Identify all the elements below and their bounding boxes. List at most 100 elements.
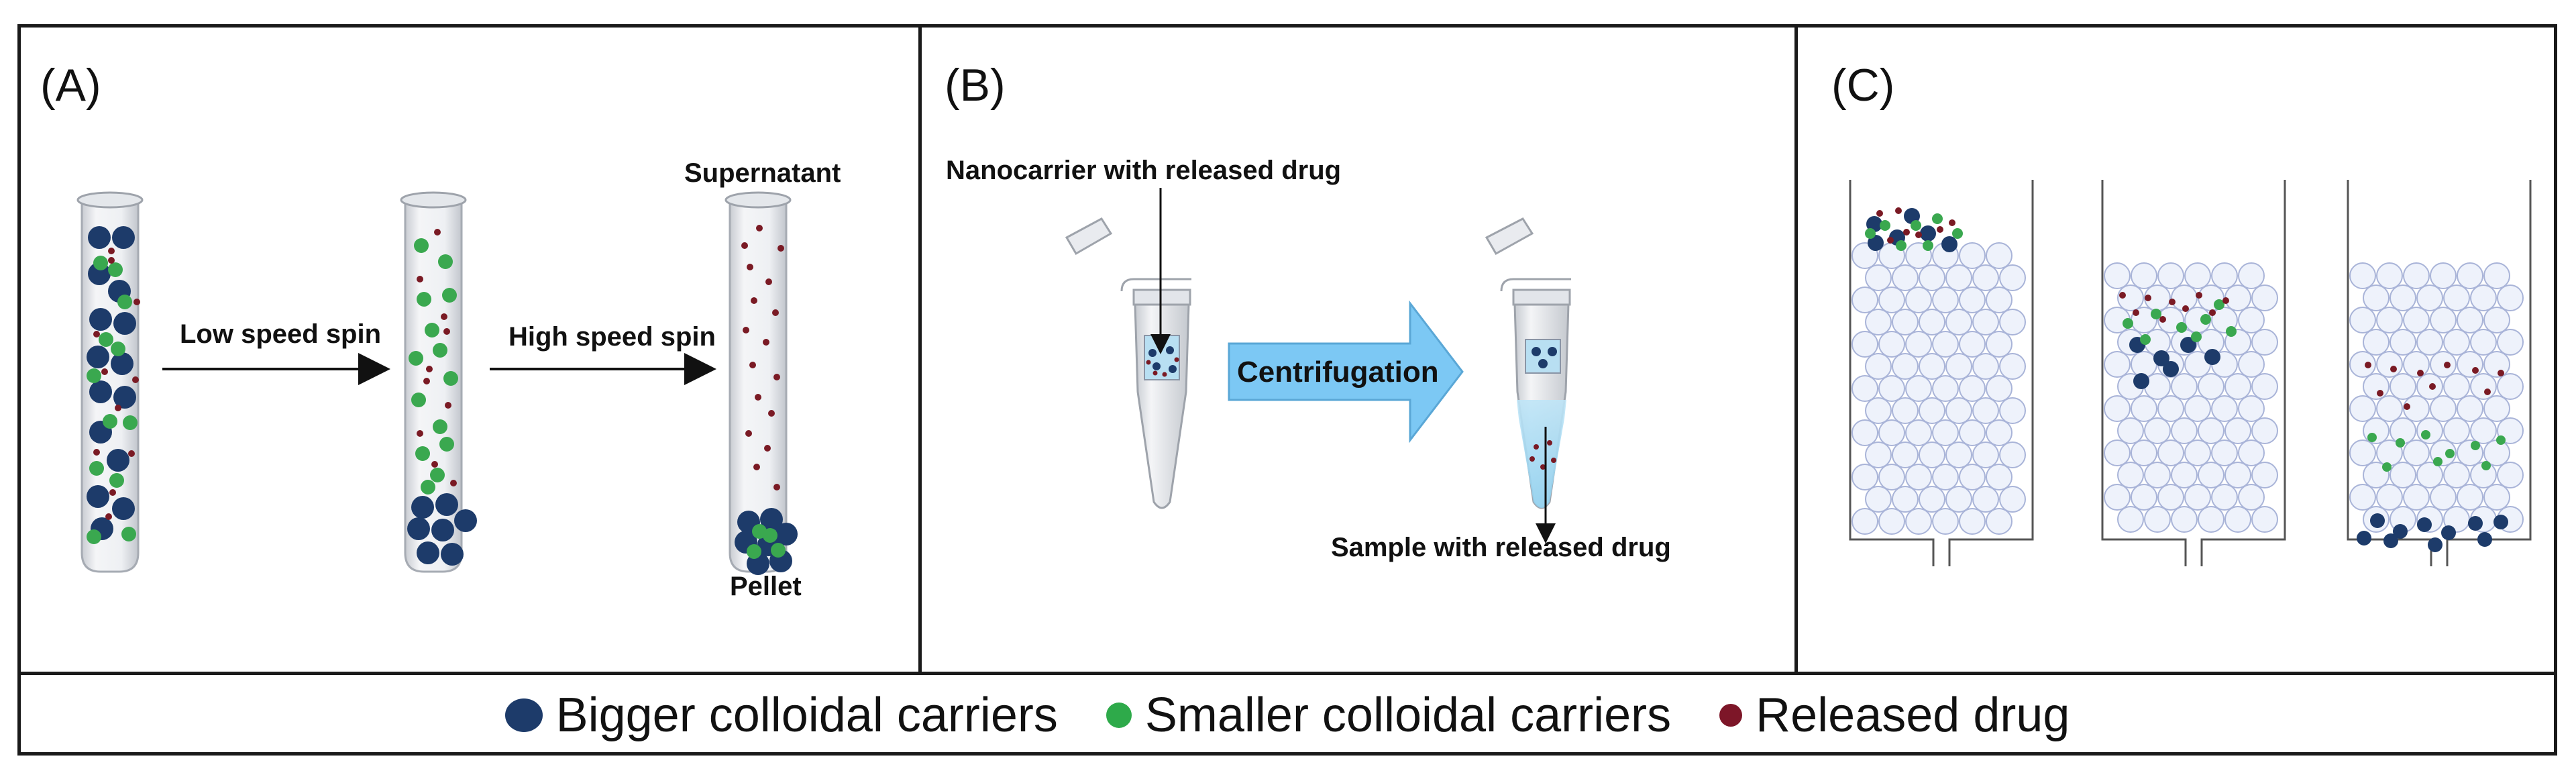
packing-bead: [1878, 375, 1905, 402]
packing-bead: [2403, 395, 2430, 422]
smaller-carrier: [2382, 462, 2392, 472]
released-drug: [1887, 237, 1894, 244]
packing-bead: [1851, 419, 1878, 446]
smaller-carrier: [1911, 220, 1921, 231]
bigger-carrier: [431, 519, 454, 541]
smaller-carrier: [2123, 318, 2133, 329]
released-drug: [2377, 390, 2383, 397]
packing-bead: [2238, 262, 2265, 289]
packing-bead: [2443, 329, 2470, 356]
high-speed-spin-label: High speed spin: [508, 322, 716, 352]
packing-bead: [2403, 307, 2430, 333]
released-drug: [128, 450, 135, 457]
bigger-carrier: [2417, 517, 2432, 532]
bigger-carrier: [113, 386, 136, 409]
bigger-carrier: [2383, 533, 2398, 548]
packing-bead: [1932, 375, 1959, 402]
packing-bead: [1851, 464, 1878, 490]
released-drug: [441, 313, 447, 320]
released-drug: [101, 368, 108, 375]
packing-bead: [1865, 397, 1892, 424]
packing-bead: [2376, 307, 2403, 333]
packing-bead: [2376, 484, 2403, 511]
bigger-carrier: [89, 380, 112, 403]
packing-bead: [2349, 307, 2376, 333]
packing-bead: [1919, 309, 1945, 335]
packing-bead: [2443, 462, 2470, 488]
smaller-carrier: [2140, 334, 2151, 345]
packing-bead: [2144, 506, 2171, 533]
packing-bead: [2390, 329, 2416, 356]
packing-bead: [2157, 395, 2184, 422]
smaller-carrier: [2176, 322, 2187, 333]
packing-bead: [1945, 486, 1972, 513]
packing-bead: [2497, 284, 2524, 311]
packing-bead: [2251, 329, 2278, 356]
packing-bead: [2211, 262, 2238, 289]
packing-bead: [2198, 506, 2224, 533]
packing-bead: [2131, 262, 2157, 289]
packing-bead: [2457, 351, 2483, 378]
packing-bead: [2131, 439, 2157, 466]
smaller-carrier: [2367, 433, 2377, 442]
released-drug: [417, 430, 423, 437]
packing-bead: [2171, 373, 2198, 400]
figure-frame: [17, 24, 2557, 756]
smaller-carrier: [117, 295, 132, 309]
panel-c-label: (C): [1831, 60, 1895, 111]
packing-bead: [2131, 395, 2157, 422]
packing-bead: [1986, 464, 2012, 490]
packing-bead: [2483, 307, 2510, 333]
released-drug: [2404, 403, 2410, 410]
packing-bead: [2224, 506, 2251, 533]
packing-bead: [2131, 484, 2157, 511]
packing-bead: [2403, 484, 2430, 511]
smaller-carrier: [2496, 435, 2506, 445]
packing-bead: [1878, 464, 1905, 490]
packing-bead: [2470, 417, 2497, 444]
packing-bead: [1905, 375, 1932, 402]
bigger-carrier: [2477, 532, 2492, 547]
packing-bead: [1878, 419, 1905, 446]
packing-bead: [1986, 375, 2012, 402]
packing-bead: [1905, 287, 1932, 313]
bigger-carrier: [88, 226, 111, 249]
packing-bead: [2104, 351, 2131, 378]
packing-bead: [1999, 309, 2026, 335]
packing-bead: [1892, 353, 1919, 380]
packing-bead: [2104, 395, 2131, 422]
released-drug: [1949, 219, 1955, 226]
released-drug: [1895, 207, 1902, 214]
test-tube-1: [76, 191, 144, 573]
packing-bead: [1905, 331, 1932, 358]
bigger-carrier: [411, 496, 434, 519]
released-drug: [763, 339, 769, 346]
released-drug: [115, 405, 121, 411]
packing-bead: [1905, 419, 1932, 446]
packing-bead: [1851, 508, 1878, 535]
released-drug: [745, 430, 752, 437]
packing-bead: [1932, 419, 1959, 446]
bigger-carrier: [111, 352, 133, 375]
smaller-carrier: [2226, 326, 2237, 337]
panel-a-drawing: [76, 191, 798, 575]
smaller-carrier: [87, 529, 101, 544]
bigger-carrier: [2393, 524, 2408, 539]
bigger-carrier: [87, 346, 109, 368]
packing-bead: [2211, 484, 2238, 511]
released-drug: [773, 374, 780, 380]
packing-bead: [1892, 397, 1919, 424]
packing-bead: [2238, 351, 2265, 378]
packing-bead: [1959, 508, 1986, 535]
released-drug: [1152, 370, 1158, 376]
legend: Bigger colloidal carriers Smaller colloi…: [17, 675, 2557, 756]
packing-bead: [2430, 351, 2457, 378]
packing-bead: [1919, 486, 1945, 513]
packing-bead: [2443, 284, 2470, 311]
packing-bead: [1905, 464, 1932, 490]
smaller-carrier: [421, 480, 435, 495]
packing-bead: [2416, 417, 2443, 444]
packing-bead: [1865, 442, 1892, 468]
legend-text-drug: Released drug: [1756, 688, 2070, 742]
legend-swatch-drug: [1719, 704, 1743, 727]
